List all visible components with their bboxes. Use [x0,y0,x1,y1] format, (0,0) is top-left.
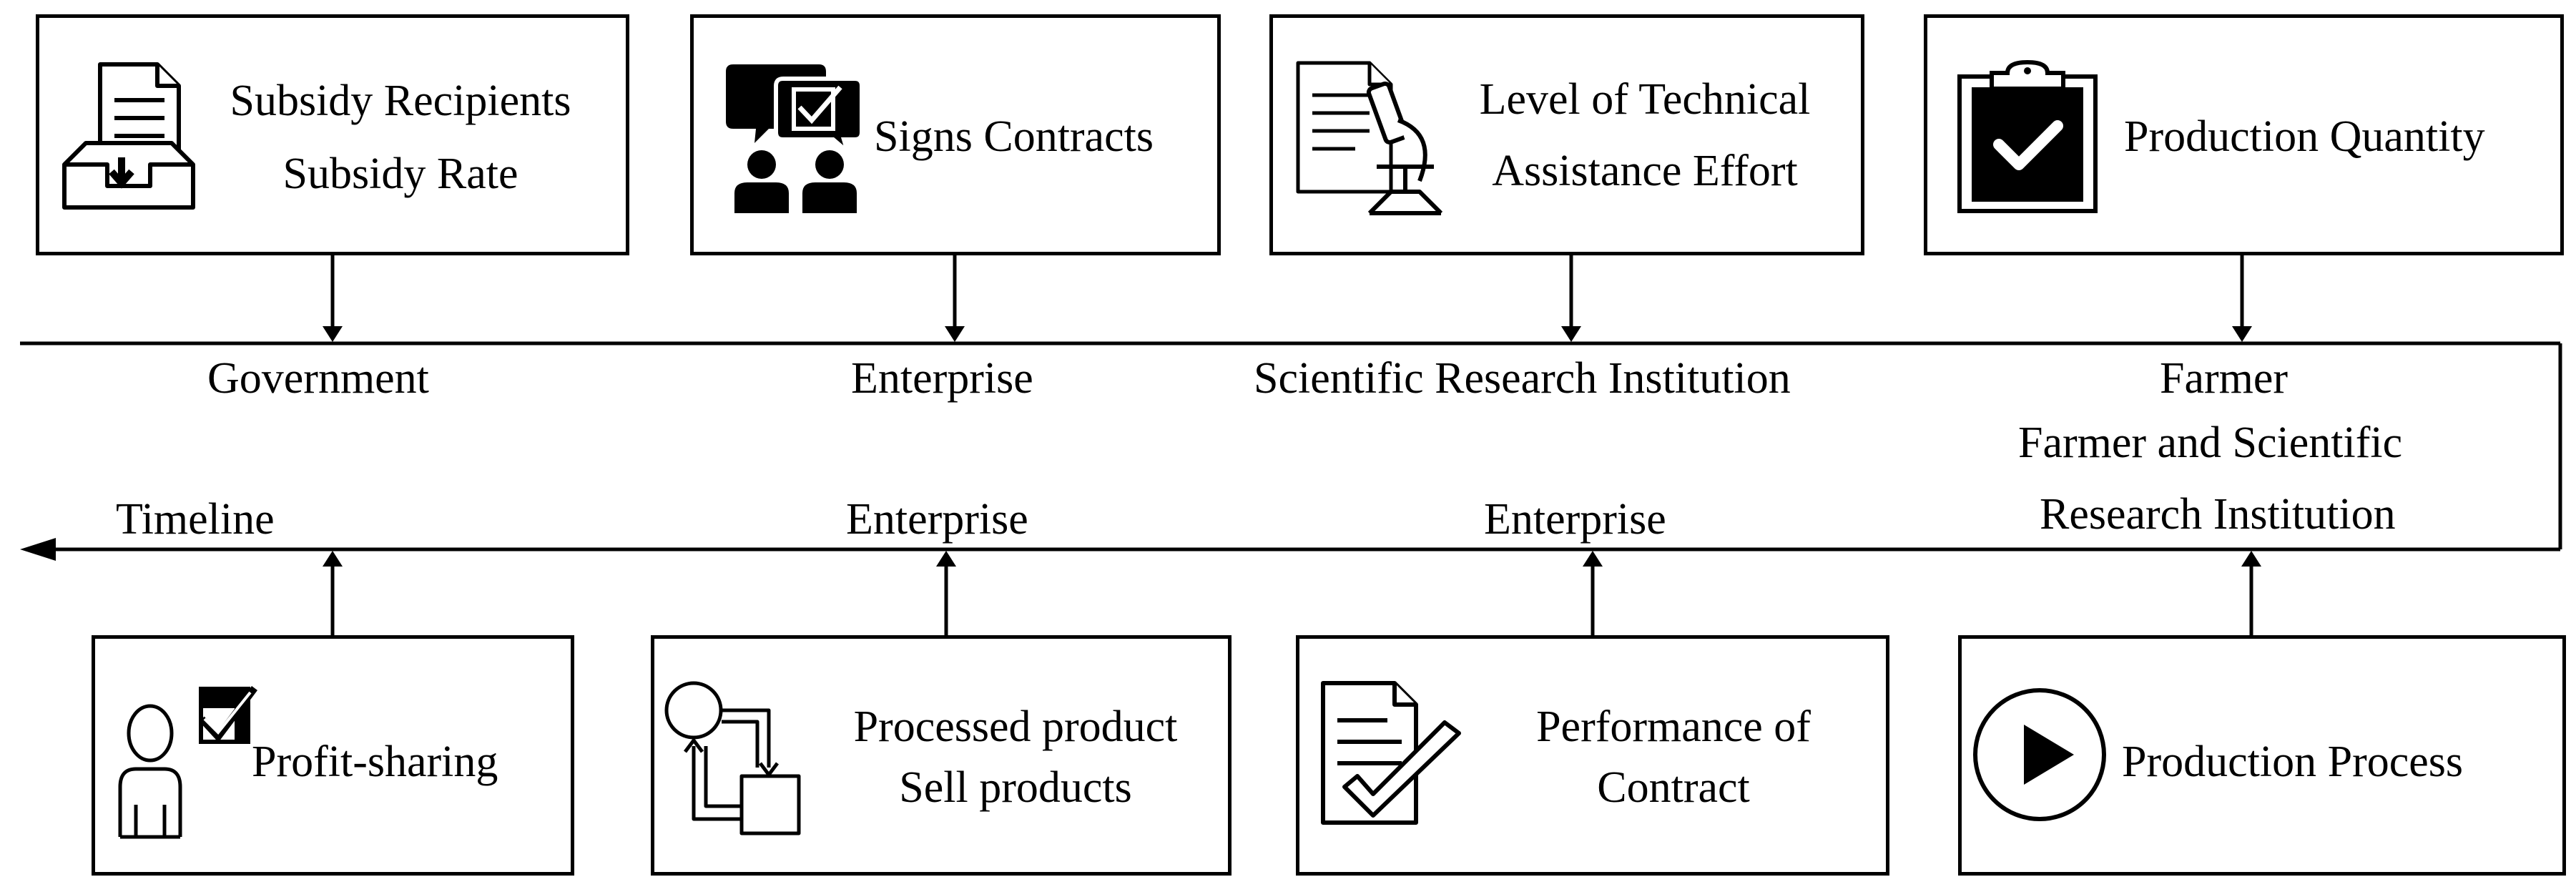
document-check-icon [1316,676,1466,837]
box-processed-product [651,635,1232,876]
box-performance-of-contract-line-1: Performance of [1536,702,1811,751]
arrowhead-enterprise-top [945,326,965,342]
document-microscope-icon [1291,56,1448,217]
arrowhead-government [323,326,343,342]
label-enterprise-top: Enterprise [851,354,1033,403]
box-performance-of-contract-line-2: Contract [1597,763,1750,812]
label-enterprise-lower-2: Enterprise [1484,495,1666,544]
label-farmer: Farmer [2160,354,2289,403]
box-technical-assistance-line-1: Level of Technical [1479,75,1811,124]
people-chat-icon [719,57,876,215]
box-signs-contracts-label: Signs Contracts [874,112,1154,161]
box-processed-product-line-2: Sell products [899,763,1132,812]
clipboard-check-icon [1956,59,2099,215]
box-technical-assistance-line-2: Assistance Effort [1492,147,1798,195]
label-timeline: Timeline [116,495,275,544]
play-circle-icon [1968,683,2111,826]
arrowhead-processed [936,551,956,567]
box-subsidy-line-2: Subsidy Rate [282,150,518,198]
timeline-arrowhead [20,538,56,561]
box-profit-sharing-label: Profit-sharing [252,737,498,786]
label-government: Government [207,354,429,403]
document-inbox-icon [57,57,200,215]
arrowhead-production [2241,551,2261,567]
box-subsidy-line-1: Subsidy Recipients [230,77,571,125]
label-farmer-and-research-line-1: Farmer and Scientific [2018,418,2403,467]
box-production-quantity-label: Production Quantity [2124,112,2485,161]
label-enterprise-lower-1: Enterprise [846,495,1028,544]
arrowhead-research-top [1561,326,1581,342]
person-checkbox-icon [114,680,257,840]
arrowhead-farmer-top [2232,326,2252,342]
box-production-process-label: Production Process [2122,737,2464,786]
box-processed-product-line-1: Processed product [853,702,1178,751]
label-scientific-research-institution: Scientific Research Institution [1254,354,1791,403]
label-farmer-and-research-line-2: Research Institution [2040,490,2396,539]
arrowhead-performance [1583,551,1603,567]
process-flow-icon [662,676,805,837]
arrowhead-profit [323,551,343,567]
